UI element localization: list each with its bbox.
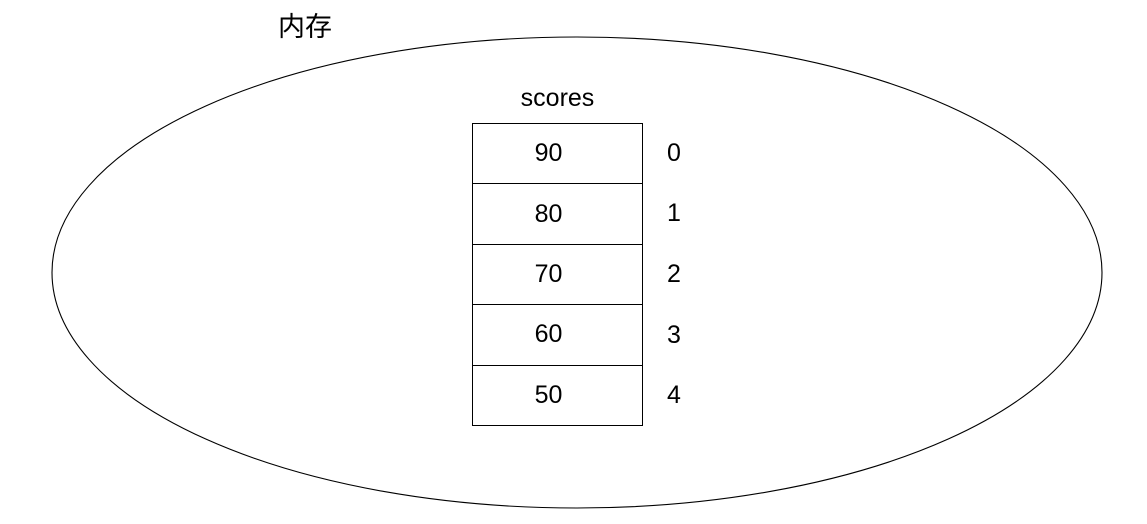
array-index-label: 2 [667,259,681,288]
array-index-label: 0 [667,138,681,167]
array-cell: 60 [473,305,642,366]
array-cell-value: 80 [534,199,563,228]
array-variable-name-label: scores [520,84,595,112]
array-cell: 50 [473,366,642,425]
array-cell-value: 60 [534,320,563,349]
array-index-item: 1 [643,184,703,245]
array-index-item: 0 [643,123,703,184]
array-index-item: 4 [643,365,703,426]
array-index-column: 0 1 2 3 4 [643,123,703,426]
array-index-label: 4 [667,381,681,410]
array-index-item: 2 [643,244,703,305]
array-table: 90 80 70 60 50 [472,123,643,426]
array-index-label: 3 [667,320,681,349]
array-index-label: 1 [667,199,681,228]
array-index-item: 3 [643,305,703,366]
memory-region-label: 内存 [278,12,332,43]
array-cell: 90 [473,124,642,185]
array-cell: 80 [473,184,642,245]
array-cell: 70 [473,245,642,306]
array-cell-value: 70 [534,260,563,289]
array-cell-value: 90 [534,139,563,168]
array-cell-value: 50 [534,380,563,409]
